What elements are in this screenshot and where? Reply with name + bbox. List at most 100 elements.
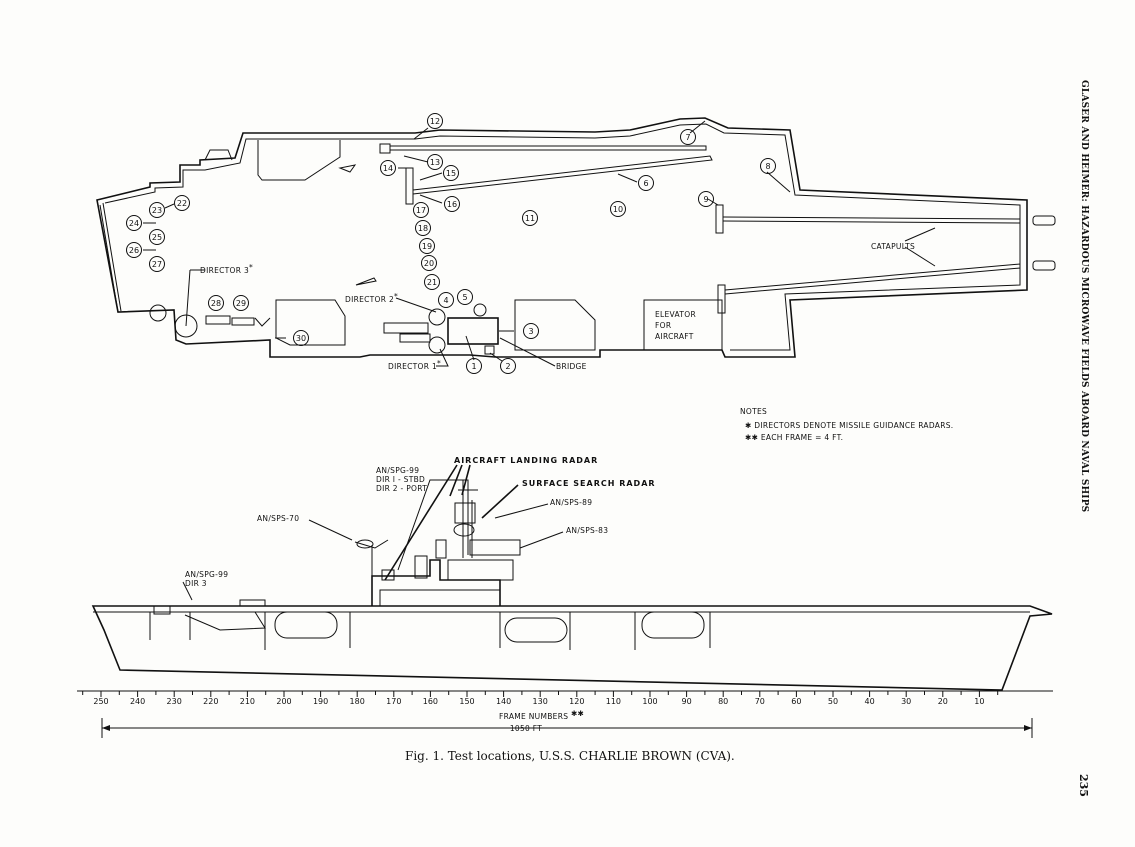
test-location-24-label: 24 [129,219,139,228]
test-location-13-label: 13 [430,158,440,167]
frame-tick-label: 110 [606,697,621,706]
spg99-top-label-1: AN/SPG-99 [376,466,419,475]
test-location-8-label: 8 [765,162,770,171]
test-location-7-label: 7 [685,133,690,142]
bridge-label: BRIDGE [556,362,587,371]
frame-tick-label: 140 [496,697,511,706]
director-3-label: DIRECTOR 3* [200,263,253,275]
note-1: ✱ DIRECTORS DENOTE MISSILE GUIDANCE RADA… [745,421,953,430]
spg99-dir3-label-1: AN/SPG-99 [185,570,228,579]
figure-caption: Fig. 1. Test locations, U.S.S. CHARLIE B… [405,749,735,763]
test-location-3-marker [523,323,539,339]
test-location-18-marker [415,220,431,236]
surface-search-radar-label: SURFACE SEARCH RADAR [522,479,656,488]
spg99-dir3-label-2: DIR 3 [185,579,207,588]
test-location-11-label: 11 [525,214,535,223]
frame-tick-label: 130 [533,697,548,706]
test-location-12-marker [427,113,443,129]
test-location-16-marker [444,196,460,212]
frame-tick-label: 180 [350,697,365,706]
test-location-15-label: 15 [446,169,456,178]
director-2-label: DIRECTOR 2* [345,292,398,304]
elevator-label-line-3: AIRCRAFT [655,332,694,341]
test-location-28-label: 28 [211,299,221,308]
test-location-23-label: 23 [152,206,162,215]
test-location-26-label: 26 [129,246,139,255]
test-location-1-label: 1 [471,362,476,371]
frame-tick-label: 170 [386,697,401,706]
test-location-22-label: 22 [177,199,187,208]
test-location-6-label: 6 [643,179,648,188]
frame-tick-label: 30 [901,697,911,706]
test-location-25-label: 25 [152,233,162,242]
frame-tick-label: 220 [203,697,218,706]
ship-length-label: 1050 FT [510,724,542,733]
frame-tick-label: 250 [93,697,108,706]
frame-tick-label: 240 [130,697,145,706]
test-location-9-label: 9 [703,195,708,204]
frame-tick-label: 80 [718,697,728,706]
frame-tick-label: 20 [938,697,948,706]
frame-tick-label: 90 [682,697,692,706]
aircraft-landing-radar-label: AIRCRAFT LANDING RADAR [454,456,598,465]
frame-tick-label: 160 [423,697,438,706]
director-1-label: DIRECTOR 1* [388,359,441,371]
test-location-7-marker [680,129,696,145]
test-location-14-marker [380,160,396,176]
test-location-12-label: 12 [430,117,440,126]
test-location-9-marker [698,191,714,207]
test-location-5-marker [457,289,473,305]
test-location-15-marker [443,165,459,181]
spg99-top-label-3: DIR 2 - PORT [376,484,427,493]
test-location-26-marker [126,242,142,258]
profile-leader-lines [182,464,564,601]
note-2: ✱✱ EACH FRAME = 4 FT. [745,433,843,442]
test-location-2-marker [500,358,516,374]
test-location-16-label: 16 [447,200,457,209]
test-location-21-marker [424,274,440,290]
test-location-22-marker [174,195,190,211]
page-number: 235 [1077,774,1090,797]
test-location-24-marker [126,215,142,231]
frame-tick-label: 230 [167,697,182,706]
test-location-6-marker [638,175,654,191]
frame-tick-label: 150 [459,697,474,706]
test-location-29-marker [233,295,249,311]
test-location-19-marker [419,238,435,254]
flight-deck-plan [96,117,1056,358]
ship-profile [91,480,1053,691]
test-location-20-label: 20 [424,259,434,268]
test-location-4-label: 4 [443,296,448,305]
test-location-30-label: 30 [296,334,306,343]
frame-tick-label: 120 [569,697,584,706]
spg99-top-label-2: DIR I - STBD [376,475,425,484]
test-location-2-label: 2 [505,362,510,371]
notes-title: NOTES [740,407,767,416]
test-location-5-label: 5 [462,293,467,302]
test-location-30-marker [293,330,309,346]
test-location-17-marker [413,202,429,218]
test-location-3-label: 3 [528,327,533,336]
test-location-28-marker [208,295,224,311]
elevator-label-line-2: FOR [655,321,671,330]
test-location-10-label: 10 [613,205,623,214]
frame-numbers-title: FRAME NUMBERS ✱✱ [499,709,584,721]
test-location-11-marker [522,210,538,226]
frame-tick-label: 60 [791,697,801,706]
test-location-21-label: 21 [427,278,437,287]
frame-tick-label: 10 [974,697,984,706]
frame-tick-label: 190 [313,697,328,706]
test-location-29-label: 29 [236,299,246,308]
sps70-label: AN/SPS-70 [257,514,299,523]
test-location-23-marker [149,202,165,218]
test-location-27-label: 27 [152,260,162,269]
plan-leader-lines [143,120,936,367]
test-location-18-label: 18 [418,224,428,233]
running-head: GLASER AND HEIMER: HAZARDOUS MICROWAVE F… [1079,80,1089,512]
frame-tick-label: 70 [755,697,765,706]
frame-tick-label: 200 [276,697,291,706]
test-location-20-marker [421,255,437,271]
frame-tick-label: 40 [865,697,875,706]
